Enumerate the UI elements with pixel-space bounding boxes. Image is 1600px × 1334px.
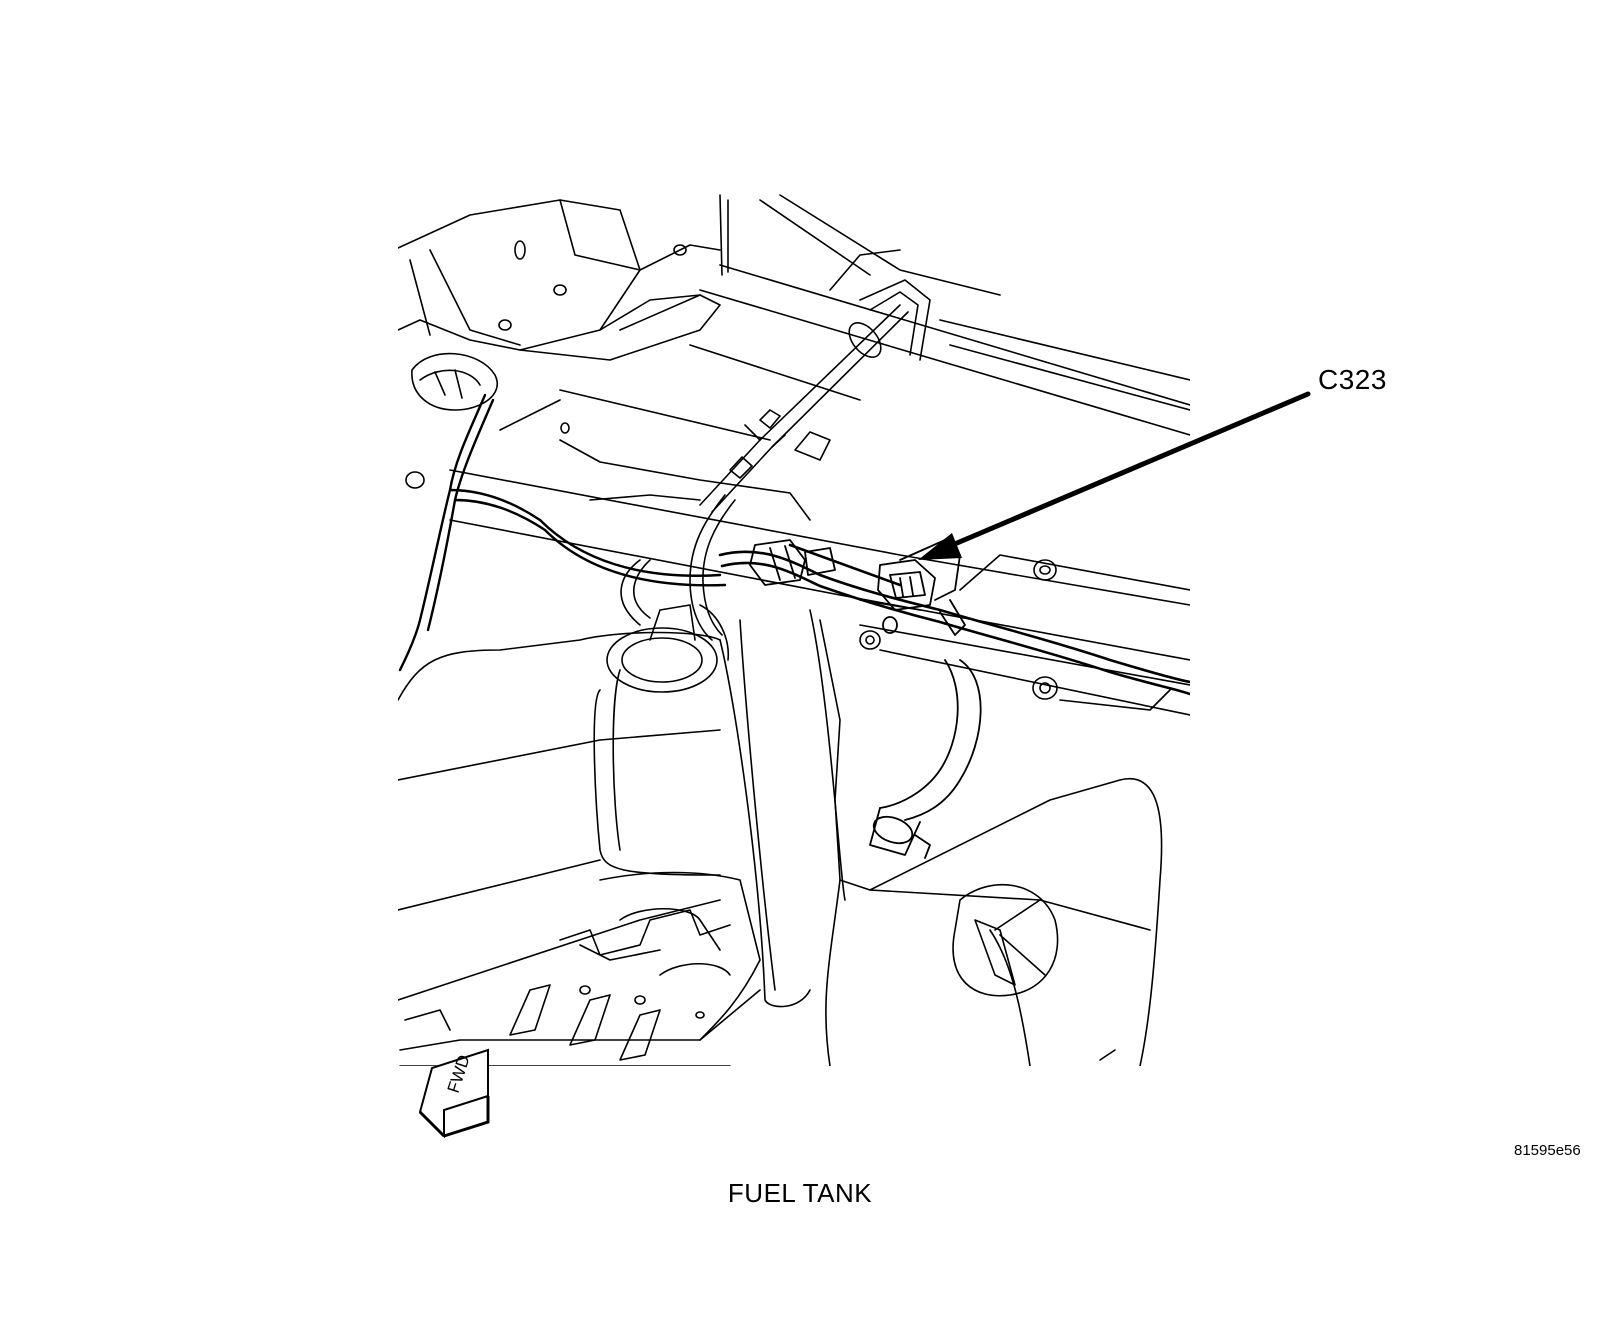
vehicle-illustration [398, 194, 1190, 1066]
c323-leader-arrow [918, 391, 1311, 560]
skid-plate-ribs [399, 907, 761, 1066]
filler-neck-hose [869, 659, 982, 859]
fwd-arrow-icon: FWD [418, 1048, 490, 1139]
fuel-lines [620, 249, 931, 641]
image-id: 81595e56 [1514, 1142, 1581, 1159]
diagram-caption: FUEL TANK [727, 1178, 873, 1208]
connector-callout-c323: C323 [1318, 364, 1387, 395]
crossmember [405, 422, 1190, 716]
floor-panel-lines [499, 194, 1190, 441]
wiring-harness-left [398, 393, 727, 672]
fuel-pump-module [606, 604, 730, 693]
frame-bracket [398, 194, 729, 411]
fuel-tank-body [398, 609, 1163, 1066]
